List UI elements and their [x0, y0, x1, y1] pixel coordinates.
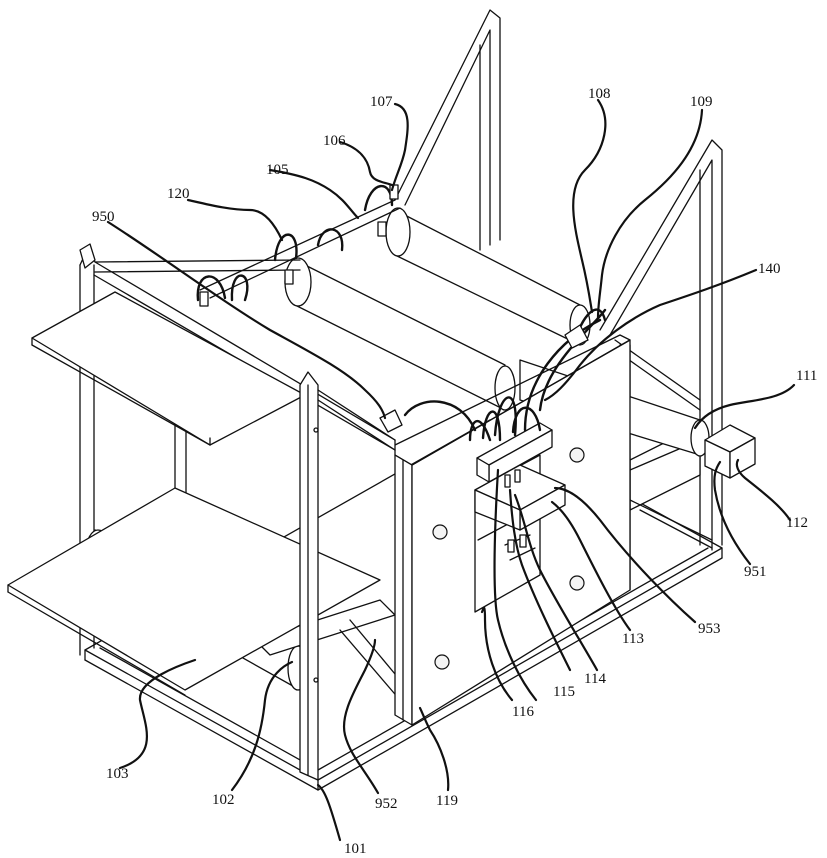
label-116: 116 [512, 704, 534, 720]
label-102: 102 [212, 792, 235, 808]
label-113: 113 [622, 631, 644, 647]
label-101: 101 [344, 841, 367, 857]
tilted-frame-back [395, 10, 500, 250]
label-953: 953 [698, 621, 721, 637]
label-115: 115 [553, 684, 575, 700]
label-107: 107 [370, 94, 393, 110]
label-140: 140 [758, 261, 781, 277]
label-952: 952 [375, 796, 398, 812]
label-950: 950 [92, 209, 115, 225]
label-105: 105 [266, 162, 289, 178]
front-center-post [395, 455, 412, 725]
label-108: 108 [588, 86, 611, 102]
label-109: 109 [690, 94, 713, 110]
label-111: 111 [796, 368, 817, 384]
label-112: 112 [786, 515, 808, 531]
label-120: 120 [167, 186, 190, 202]
upper-tray [32, 292, 305, 445]
label-106: 106 [323, 133, 346, 149]
label-114: 114 [584, 671, 606, 687]
label-103: 103 [106, 766, 129, 782]
label-951: 951 [744, 564, 767, 580]
label-119: 119 [436, 793, 458, 809]
